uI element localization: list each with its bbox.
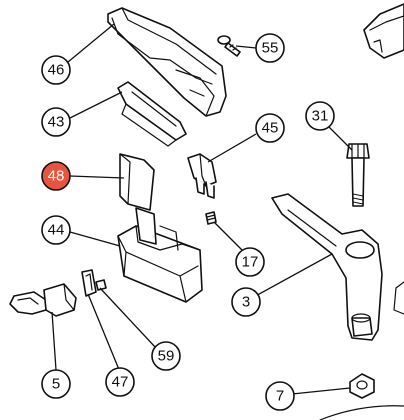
part-43-rail[interactable]: [117, 81, 187, 147]
callout-31[interactable]: 31: [305, 101, 335, 131]
callout-48-label: 48: [48, 168, 65, 185]
callout-5[interactable]: 5: [41, 369, 71, 399]
callout-3[interactable]: 3: [231, 287, 261, 317]
callout-43-label: 43: [48, 114, 65, 131]
callout-47[interactable]: 47: [105, 367, 135, 397]
callout-45[interactable]: 45: [255, 113, 285, 143]
part-top-right-housing: [363, 3, 404, 59]
part-44-housing[interactable]: [117, 207, 203, 303]
part-47-washer[interactable]: [81, 269, 97, 297]
callout-55[interactable]: 55: [255, 33, 285, 63]
part-bottom-right-arc: [319, 405, 404, 420]
part-3-lever[interactable]: [271, 193, 383, 341]
callout-3-label: 3: [242, 294, 250, 311]
callout-59[interactable]: 59: [151, 341, 181, 371]
callout-47-label: 47: [112, 374, 129, 391]
part-17-pin[interactable]: [205, 211, 217, 225]
part-right-edge: [393, 281, 404, 315]
part-31-bolt[interactable]: [346, 143, 370, 207]
part-5-key[interactable]: [9, 283, 77, 317]
callout-17-label: 17: [242, 254, 259, 271]
callout-5-label: 5: [52, 376, 60, 393]
callout-7[interactable]: 7: [265, 381, 295, 411]
callout-55-label: 55: [262, 40, 279, 57]
part-55-screw[interactable]: [217, 35, 241, 57]
callout-44[interactable]: 44: [41, 215, 71, 245]
callout-48[interactable]: 48: [41, 161, 71, 191]
callout-31-label: 31: [312, 108, 329, 125]
callout-44-label: 44: [48, 222, 65, 239]
part-48-tab[interactable]: [119, 153, 155, 211]
callout-46[interactable]: 46: [41, 55, 71, 85]
callout-59-label: 59: [158, 348, 175, 365]
leader-lines: [51, 23, 353, 395]
callout-17[interactable]: 17: [235, 247, 265, 277]
callout-45-label: 45: [262, 120, 279, 137]
callout-43[interactable]: 43: [41, 107, 71, 137]
callout-7-label: 7: [276, 388, 284, 405]
part-45-clip[interactable]: [187, 153, 217, 199]
part-46-bracket[interactable]: [107, 7, 227, 117]
part-59-screw[interactable]: [95, 279, 107, 291]
part-7-nut[interactable]: [349, 373, 375, 399]
callout-46-label: 46: [48, 62, 65, 79]
